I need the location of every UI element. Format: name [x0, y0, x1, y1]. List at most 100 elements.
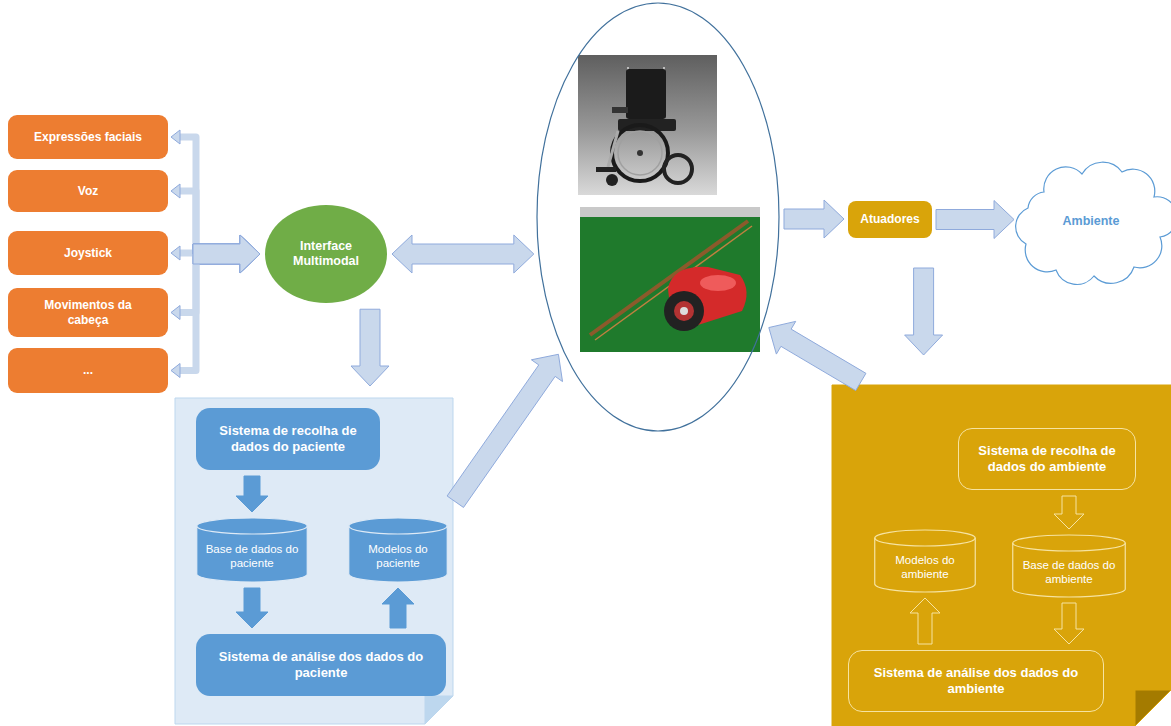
- flow-arrow: [447, 354, 562, 507]
- wheelchair-photo: [578, 55, 717, 195]
- cylinder-rim: [1013, 543, 1126, 551]
- data-panel: Sistema de recolha de dados do ambienteM…: [832, 385, 1171, 726]
- wheelchair-armrest: [612, 107, 628, 113]
- robot-simulation: [580, 207, 760, 352]
- data-panel: Sistema de recolha de dados do pacienteB…: [175, 398, 453, 724]
- wheelchair-frame: [608, 131, 618, 167]
- flow-arrow: [236, 476, 268, 512]
- node-label: Sistema de recolha de dados do ambiente: [969, 443, 1125, 474]
- stick: [590, 221, 748, 335]
- input-box: Voz: [8, 170, 168, 212]
- cylinder-rim: [875, 538, 976, 546]
- input-box: ...: [8, 348, 168, 393]
- database-cylinder: Modelos do paciente: [348, 518, 448, 582]
- robot-wheel-hub: [680, 307, 688, 315]
- process-box: Sistema de recolha de dados do paciente: [196, 408, 380, 470]
- node-label: Atuadores: [860, 212, 919, 226]
- flow-arrow: [171, 235, 260, 273]
- node-label: Sistema de análise dos dados do paciente: [206, 649, 436, 680]
- arrow-bus: [180, 137, 196, 254]
- interface-ellipse: Interface Multimodal: [264, 204, 388, 304]
- flow-arrow: [351, 309, 389, 386]
- wheelchair-rear-wheel: [664, 155, 692, 183]
- arrow-head: [171, 364, 180, 378]
- cylinder-body: [197, 518, 308, 582]
- robot-highlight: [700, 275, 736, 291]
- simulation-floor: [580, 207, 760, 352]
- arrow-head: [171, 130, 180, 144]
- arrow-shape: [382, 588, 414, 628]
- flow-arrow: [382, 588, 414, 628]
- arrow-shape: [447, 354, 562, 507]
- flow-arrow: [784, 200, 844, 238]
- input-box: Joystick: [8, 231, 168, 275]
- arrow-shape: [236, 588, 268, 628]
- panel-sheet: [175, 398, 453, 724]
- node-label: Modelos do paciente: [354, 543, 442, 571]
- flow-arrow: [171, 235, 260, 378]
- wheelchair-footrest: [596, 167, 616, 172]
- database-cylinder: Modelos do ambiente: [874, 530, 976, 592]
- arrow-head: [171, 184, 180, 198]
- node-label: Expressões faciais: [34, 130, 142, 144]
- flow-arrow: [392, 235, 534, 273]
- cylinder-body: [349, 518, 448, 582]
- arrow-shape: [1054, 603, 1084, 644]
- arrow-shape: [193, 235, 260, 273]
- arrow-shape: [1054, 496, 1084, 529]
- flow-arrow: [1054, 496, 1084, 529]
- arrow-shape: [193, 235, 260, 273]
- ellipse-outline: [265, 205, 387, 303]
- cylinder-rim: [349, 526, 448, 534]
- actuator-box: Atuadores: [848, 201, 932, 238]
- arrow-head: [171, 246, 180, 260]
- arrow-bus: [180, 254, 196, 371]
- node-label: Base de dados do paciente: [202, 543, 302, 571]
- system-ellipse: [536, 2, 780, 432]
- arrow-shape: [392, 235, 534, 273]
- arrow-shape: [936, 201, 1014, 239]
- simulation-sky: [580, 207, 760, 217]
- arrow-shape: [236, 476, 268, 512]
- flow-arrow: [910, 598, 940, 644]
- process-box: Sistema de análise dos dados do paciente: [196, 634, 446, 696]
- node-label: ...: [83, 363, 93, 377]
- database-cylinder: Base de dados do paciente: [196, 518, 308, 582]
- wheelchair-backrest: [626, 69, 666, 119]
- ellipse-outline: [537, 3, 779, 431]
- input-box: Movimentos da cabeça: [8, 288, 168, 337]
- panel-fold: [425, 696, 453, 724]
- photo-background: [578, 55, 717, 195]
- flow-arrow: [936, 201, 1014, 239]
- arrow-shape: [784, 200, 844, 238]
- flow-arrow: [236, 588, 268, 628]
- robot-wheel-rim: [674, 301, 694, 321]
- process-box: Sistema de análise dos dados do ambiente: [848, 650, 1104, 712]
- node-label: Ambiente: [1063, 214, 1120, 229]
- wheelchair-pushrim: [618, 131, 662, 175]
- shape-outline: [536, 2, 780, 432]
- node-label: Sistema de análise dos dados do ambiente: [859, 665, 1093, 696]
- arrow-shape: [193, 235, 260, 273]
- arrow-shape: [905, 268, 943, 355]
- cylinder-body: [875, 530, 976, 592]
- cloud-outline: [1016, 162, 1171, 284]
- flow-arrow: [171, 130, 260, 273]
- cylinder-body: [1013, 535, 1126, 597]
- node-label: Sistema de recolha de dados do paciente: [206, 423, 370, 454]
- flow-arrow: [171, 184, 260, 273]
- arrow-shape: [910, 598, 940, 644]
- wheelchair-wheel: [612, 125, 668, 181]
- panel-sheet: [832, 385, 1171, 726]
- flow-arrow: [905, 268, 943, 355]
- flow-arrow: [171, 235, 260, 320]
- arrow-shape: [193, 235, 260, 273]
- arrow-shape: [193, 235, 260, 273]
- arrow-head: [171, 306, 180, 320]
- arrow-shape: [769, 321, 866, 390]
- process-box: Sistema de recolha de dados do ambiente: [958, 428, 1136, 490]
- wheelchair-hub: [637, 150, 643, 156]
- node-label: Modelos do ambiente: [880, 554, 970, 582]
- flow-arrow: [1054, 603, 1084, 644]
